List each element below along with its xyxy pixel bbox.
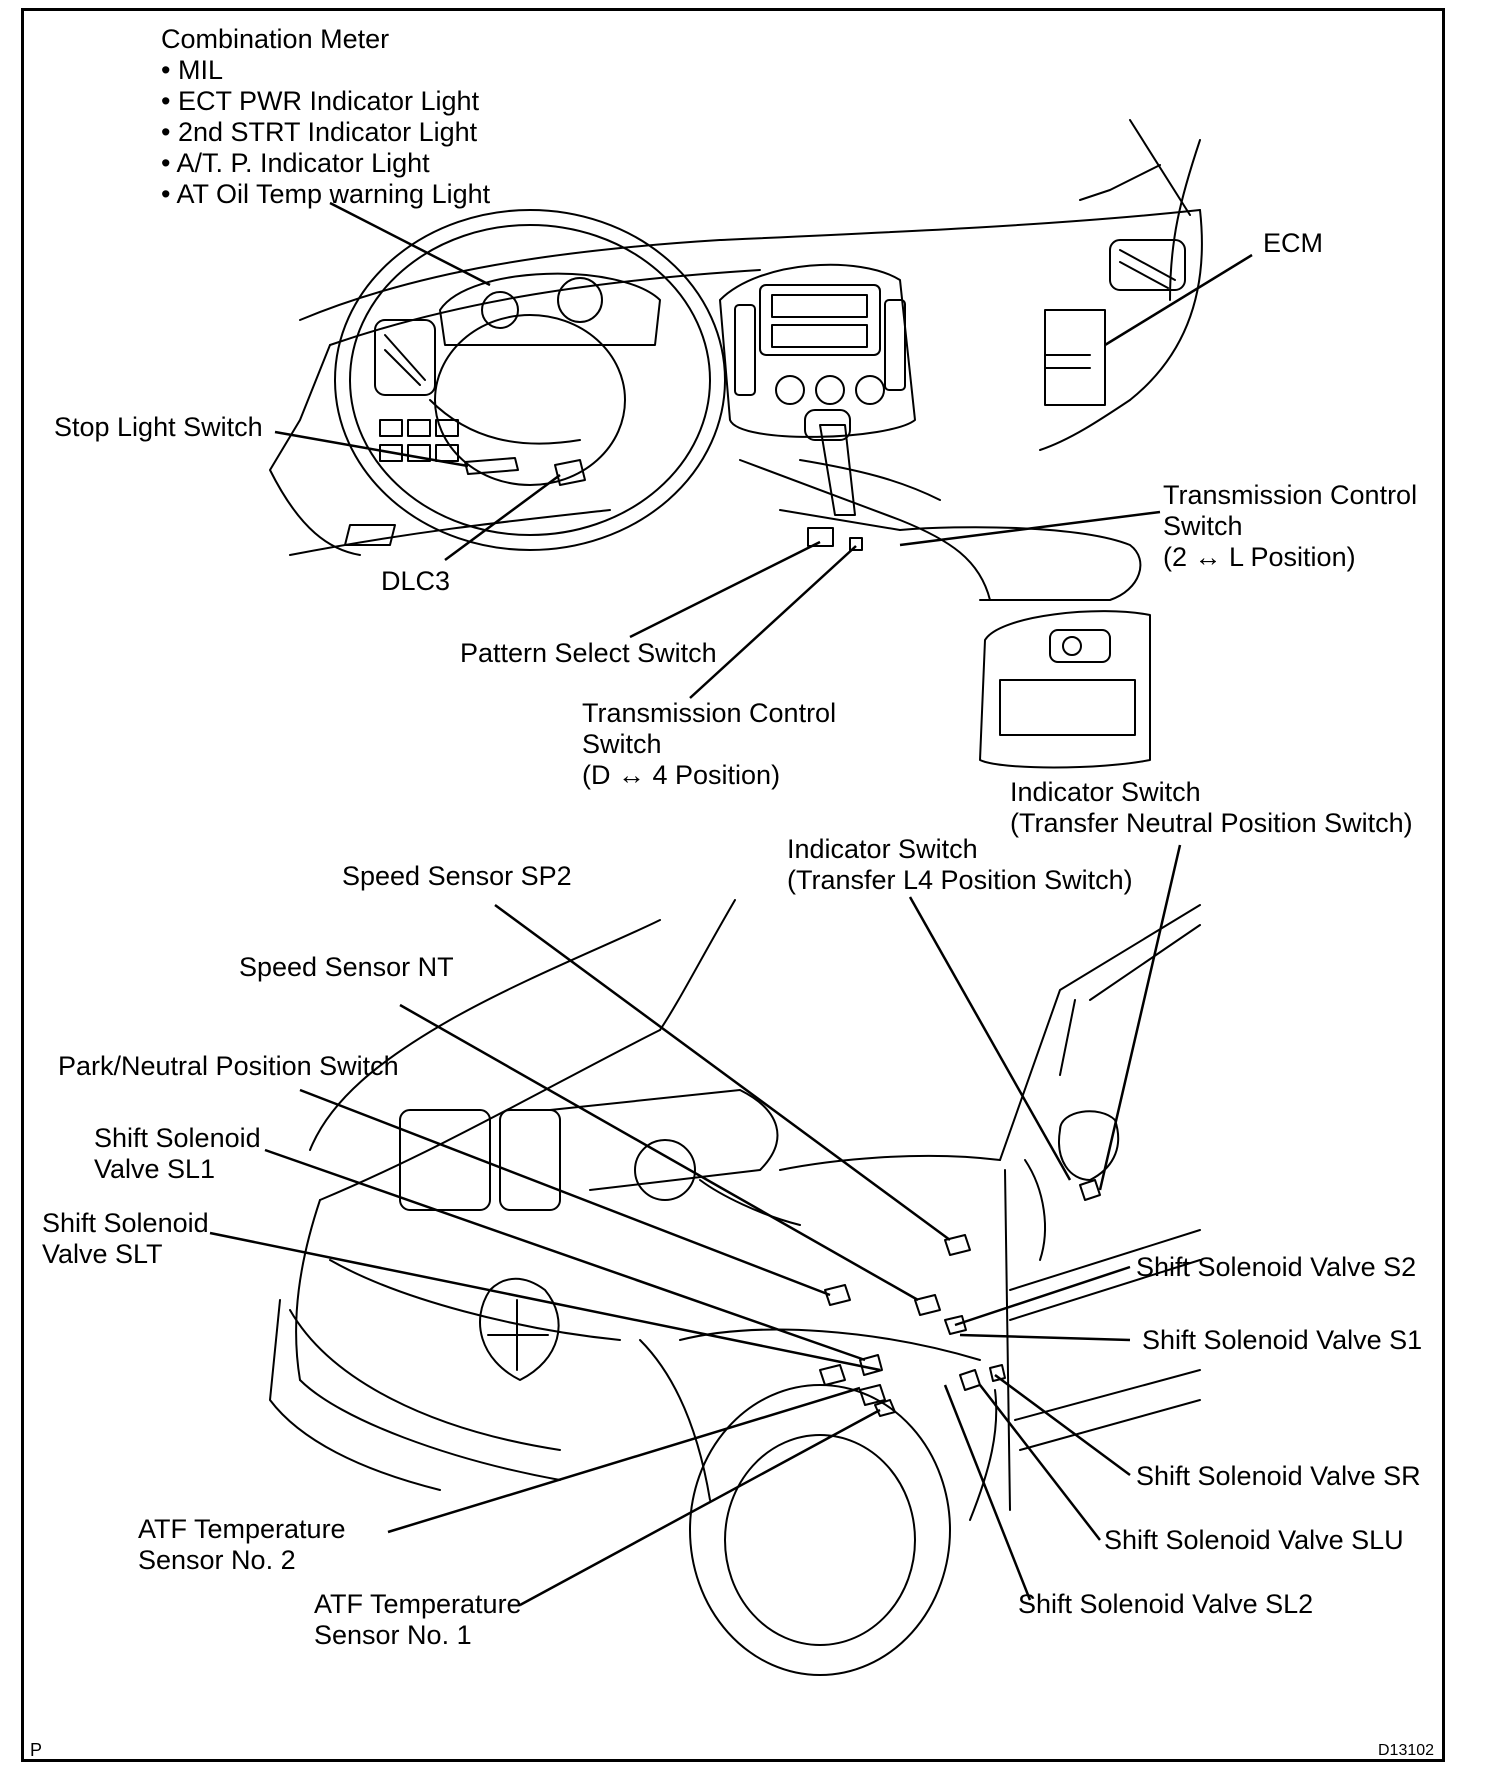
- vehicle-drawing: [269, 899, 1201, 1676]
- leader-speed-sensor-nt: [399, 1003, 919, 1302]
- leader-s2: [954, 1265, 1131, 1327]
- speed-sensor-nt-label: Speed Sensor NT: [239, 952, 454, 982]
- leader-combination-meter: [329, 201, 491, 287]
- leader-indicator-l4: [908, 896, 1072, 1181]
- park-neutral-label: Park/Neutral Position Switch: [58, 1051, 399, 1081]
- sl2-label: Shift Solenoid Valve SL2: [1018, 1589, 1314, 1619]
- combination-meter-item: • A/T. P. Indicator Light: [161, 148, 430, 178]
- slt-line: Valve SLT: [42, 1239, 163, 1269]
- tcs-d4-label: Transmission Control Switch (D ↔ 4 Posit…: [582, 698, 836, 791]
- pattern-select-switch-label: Pattern Select Switch: [460, 638, 717, 668]
- leader-lines: [209, 201, 1253, 1607]
- indicator-l4-line: (Transfer L4 Position Switch): [787, 865, 1133, 895]
- indicator-neutral-label: Indicator Switch (Transfer Neutral Posit…: [1010, 777, 1413, 839]
- corner-code-left: P: [30, 1740, 43, 1760]
- slu-label: Shift Solenoid Valve SLU: [1104, 1525, 1404, 1555]
- combination-meter-item: • 2nd STRT Indicator Light: [161, 117, 478, 147]
- leader-sr: [994, 1373, 1131, 1477]
- s2-label: Shift Solenoid Valve S2: [1136, 1252, 1417, 1282]
- tcs-2l-line: (2 ↔ L Position): [1163, 542, 1356, 572]
- sr-label: Shift Solenoid Valve SR: [1136, 1461, 1421, 1491]
- indicator-l4-label: Indicator Switch (Transfer L4 Position S…: [787, 834, 1133, 896]
- tcs-2l-label: Transmission Control Switch (2 ↔ L Posit…: [1163, 480, 1417, 573]
- dashboard-drawing: [269, 119, 1203, 769]
- atf1-line: Sensor No. 1: [314, 1620, 472, 1650]
- stop-light-switch-label: Stop Light Switch: [54, 412, 263, 442]
- sl1-line: Shift Solenoid: [94, 1123, 261, 1153]
- leader-indicator-neutral: [1098, 844, 1182, 1191]
- combination-meter-item: • ECT PWR Indicator Light: [161, 86, 480, 116]
- sl1-label: Shift Solenoid Valve SL1: [94, 1123, 261, 1185]
- indicator-l4-line: Indicator Switch: [787, 834, 978, 864]
- leader-atf1: [519, 1408, 881, 1607]
- tcs-d4-line: Switch: [582, 729, 662, 759]
- leader-tcs-d4: [689, 545, 857, 699]
- figure-frame: [21, 8, 1445, 1762]
- leader-stop-light-switch: [274, 430, 469, 468]
- leader-slt: [209, 1231, 881, 1372]
- slt-label: Shift Solenoid Valve SLT: [42, 1208, 209, 1270]
- slt-line: Shift Solenoid: [42, 1208, 209, 1238]
- tcs-d4-line: (D ↔ 4 Position): [582, 760, 781, 790]
- speed-sensor-sp2-label: Speed Sensor SP2: [342, 861, 572, 891]
- leader-pattern-select: [629, 540, 821, 639]
- combination-meter-item: • MIL: [161, 55, 223, 85]
- atf2-line: ATF Temperature: [138, 1514, 346, 1544]
- ecm-label: ECM: [1263, 228, 1323, 258]
- atf1-line: ATF Temperature: [314, 1589, 522, 1619]
- s1-label: Shift Solenoid Valve S1: [1142, 1325, 1423, 1355]
- tcs-2l-line: Transmission Control: [1163, 480, 1418, 510]
- leader-speed-sensor-sp2: [494, 903, 951, 1242]
- tcs-d4-line: Transmission Control: [582, 698, 837, 728]
- combination-meter-title: Combination Meter: [161, 24, 390, 54]
- leader-dlc3: [444, 473, 561, 562]
- atf2-label: ATF Temperature Sensor No. 2: [138, 1514, 346, 1576]
- leader-sl2: [943, 1384, 1032, 1601]
- combination-meter-label: Combination Meter • MIL • ECT PWR Indica…: [161, 24, 490, 210]
- combination-meter-item: • AT Oil Temp warning Light: [161, 179, 491, 209]
- atf1-label: ATF Temperature Sensor No. 1: [314, 1589, 522, 1651]
- leader-slu: [979, 1384, 1101, 1541]
- leader-s1: [959, 1333, 1131, 1342]
- leader-park-neutral: [299, 1088, 831, 1297]
- tcs-2l-line: Switch: [1163, 511, 1243, 541]
- indicator-neutral-line: Indicator Switch: [1010, 777, 1201, 807]
- indicator-neutral-line: (Transfer Neutral Position Switch): [1010, 808, 1413, 838]
- leader-ecm: [1104, 253, 1253, 347]
- leader-sl1: [264, 1148, 866, 1362]
- sl1-line: Valve SL1: [94, 1154, 216, 1184]
- dlc3-label: DLC3: [381, 566, 451, 596]
- figure-id: D13102: [1378, 1742, 1435, 1759]
- atf2-line: Sensor No. 2: [138, 1545, 296, 1575]
- leader-atf2: [387, 1386, 861, 1534]
- leader-tcs-2l: [899, 510, 1161, 547]
